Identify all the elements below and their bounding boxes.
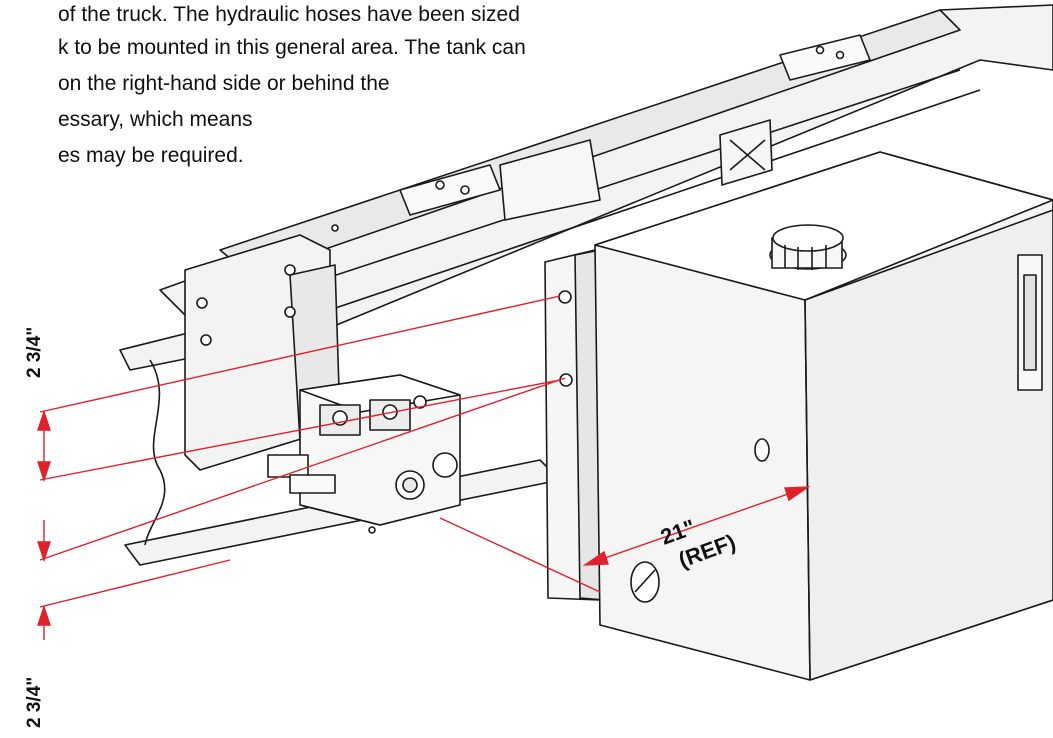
arrow-mid bbox=[37, 541, 51, 563]
frame-clip bbox=[719, 119, 773, 186]
extension-line-upper-2 bbox=[39, 379, 561, 481]
paragraph-line-1: of the truck. The hydraulic hoses have b… bbox=[58, 3, 520, 26]
hydraulic-tank bbox=[594, 151, 1053, 681]
extension-line-tank bbox=[439, 517, 601, 593]
hydraulic-valve bbox=[267, 374, 461, 534]
extension-line-lower-1 bbox=[39, 377, 566, 561]
truck-frame-rail bbox=[159, 4, 1053, 341]
arrow-upper-top bbox=[37, 409, 51, 431]
arrow-upper-bottom bbox=[37, 461, 51, 483]
paragraph-line-4: essary, which means bbox=[58, 108, 253, 131]
extension-line-upper-1 bbox=[39, 295, 561, 413]
dimension-label-upper: 2 3/4" bbox=[24, 327, 45, 378]
paragraph-line-3: on the right-hand side or behind the bbox=[58, 72, 390, 95]
dimension-label-lower: 2 3/4" bbox=[24, 677, 45, 728]
arrow-lower bbox=[37, 604, 51, 626]
dimension-line-tank bbox=[584, 486, 809, 566]
paragraph-line-2: k to be mounted in this general area. Th… bbox=[58, 36, 526, 59]
arrow-tank-left bbox=[582, 550, 609, 566]
arrow-tank-right bbox=[784, 486, 811, 502]
extension-line-lower-2 bbox=[39, 559, 231, 608]
paragraph-line-5: es may be required. bbox=[58, 144, 244, 167]
